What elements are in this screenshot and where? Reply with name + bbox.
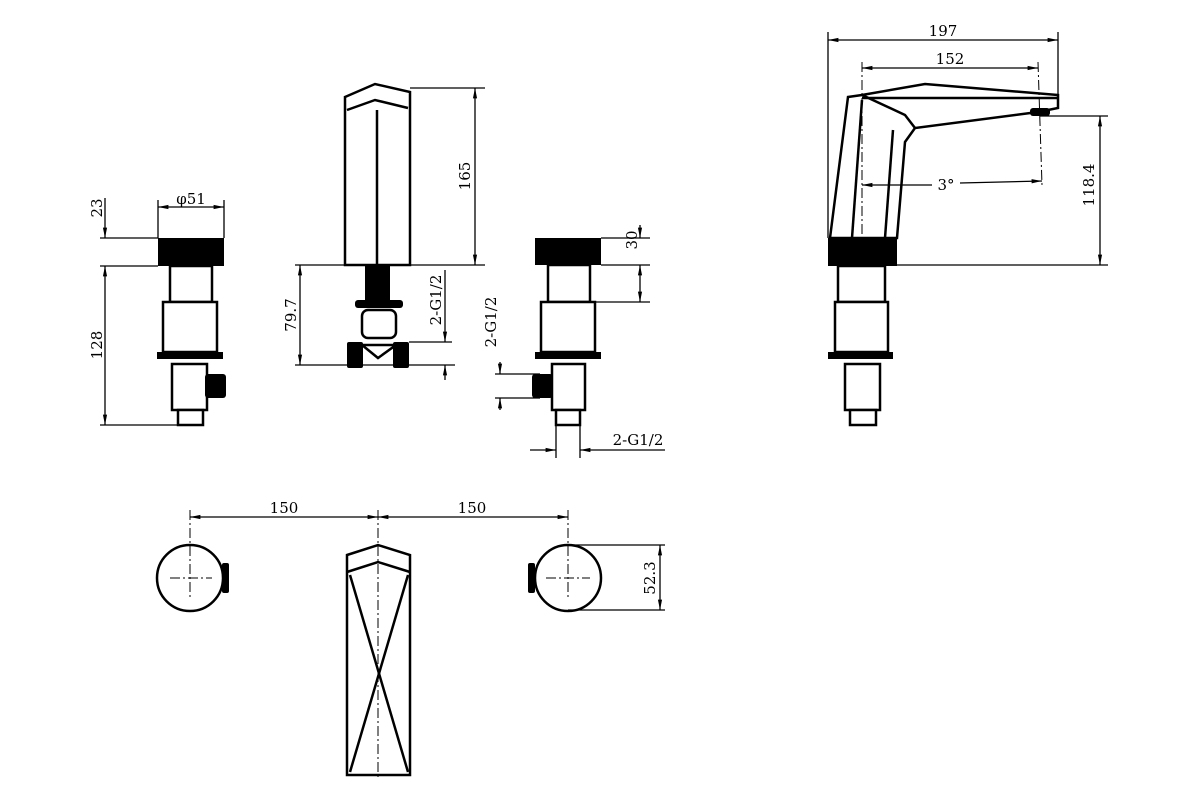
spout-side-elevation: 197 152 3° 118.4 xyxy=(827,22,1108,427)
right-knob-height-label: 30 xyxy=(623,230,641,249)
right-valve-elevation: 30 2-G1/2 2-G1/2 xyxy=(482,225,665,458)
spout-front-elevation: 165 79.7 2-G1/2 xyxy=(282,82,485,380)
diameter-label: φ51 xyxy=(176,190,206,208)
right-thread-vertical-label: 2-G1/2 xyxy=(482,297,500,348)
knurled-handle xyxy=(158,238,224,266)
spout-height-label: 165 xyxy=(456,162,474,191)
left-valve-elevation: φ51 23 128 xyxy=(88,190,226,427)
knob-height-label: 23 xyxy=(88,198,106,217)
outlet-height-label: 118.4 xyxy=(1080,164,1098,207)
plan-view: 150 150 52.3 xyxy=(155,499,665,780)
right-spacing-label: 150 xyxy=(458,499,487,517)
right-thread-horizontal-label: 2-G1/2 xyxy=(613,431,664,449)
overall-reach-label: 197 xyxy=(929,22,958,40)
total-height-label: 128 xyxy=(88,331,106,360)
spout-reach-label: 152 xyxy=(936,50,965,68)
left-spacing-label: 150 xyxy=(270,499,299,517)
below-deck-label: 79.7 xyxy=(282,298,300,331)
spout-thread-label: 2-G1/2 xyxy=(427,275,445,326)
handle-diameter-label: 52.3 xyxy=(641,561,659,594)
angle-label: 3° xyxy=(937,176,954,194)
